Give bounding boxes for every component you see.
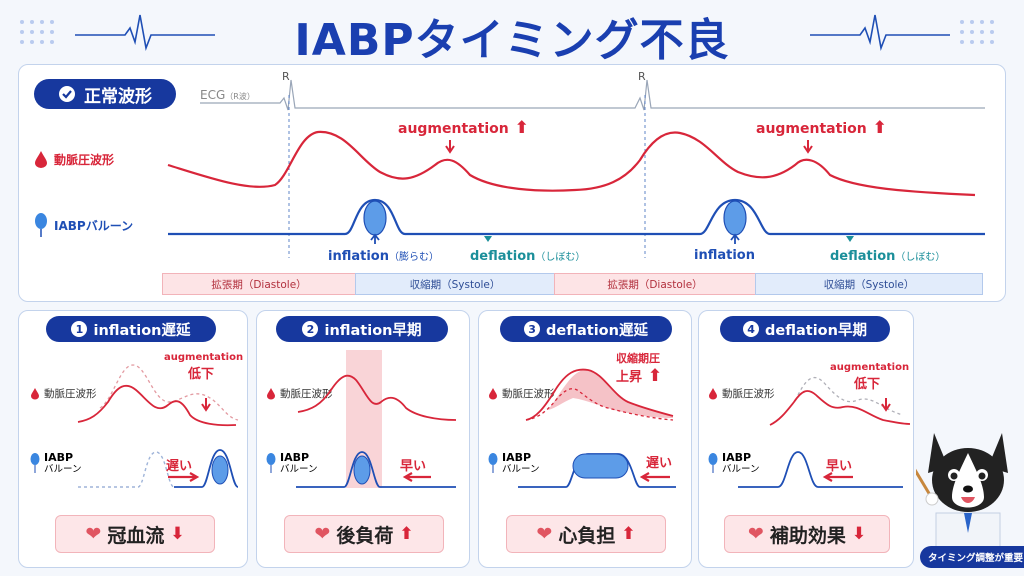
inflation-label-2: inflation	[694, 248, 755, 263]
blood-drop-icon	[31, 388, 39, 400]
case-4-artery-label: 動脈圧波形	[708, 386, 775, 401]
phase-diastole-2: 拡張期（Diastole）	[554, 273, 756, 295]
augmentation-label-2: augmentation ⬆	[756, 118, 887, 138]
case-1-note: augmentation 低下	[164, 352, 244, 382]
normal-waveform	[167, 79, 985, 258]
inflation-label-1: inflation（膨らむ）	[328, 249, 439, 264]
arrow-down-icon: ⬇	[170, 524, 185, 544]
arrow-up-icon: ⬆	[642, 366, 663, 386]
case-4-result: ❤補助効果⬇	[724, 515, 890, 553]
augmentation-label-1: augmentation ⬆	[398, 118, 529, 138]
case-2-result: ❤後負荷⬆	[284, 515, 444, 553]
r-label-2: R	[638, 70, 646, 83]
balloon-icon	[488, 453, 498, 473]
case-3-artery-label: 動脈圧波形	[488, 386, 555, 401]
case-1-result: ❤冠血流⬇	[55, 515, 215, 553]
heart-icon: ❤	[85, 523, 102, 545]
blood-drop-icon	[489, 388, 497, 400]
ecg-label: ECG（R波）	[200, 88, 255, 102]
case-2-artery-label: 動脈圧波形	[266, 386, 333, 401]
arrow-up-icon: ⬆	[508, 118, 529, 138]
case-2-waveform	[296, 350, 457, 488]
balloon-icon	[708, 453, 718, 473]
case-2-timing: 早い	[400, 459, 427, 474]
balloon-shape-1	[363, 200, 387, 236]
normal-waveform-panel	[18, 64, 1006, 302]
balloon-icon	[35, 213, 47, 237]
blood-drop-icon	[35, 151, 47, 168]
case-1-timing: 遅い	[166, 459, 193, 474]
case-3-timing: 遅い	[646, 456, 673, 471]
arrow-up-icon: ⬆	[399, 524, 414, 544]
blood-drop-icon	[709, 388, 717, 400]
case-1-artery-label: 動脈圧波形	[30, 386, 97, 401]
balloon-icon	[266, 453, 276, 473]
arrow-up-icon: ⬆	[866, 118, 887, 138]
page-title: IABPタイミング不良	[294, 15, 730, 66]
heart-icon: ❤	[314, 523, 331, 545]
blood-drop-icon	[267, 388, 275, 400]
artery-label: 動脈圧波形	[34, 150, 114, 168]
r-label-1: R	[282, 70, 290, 83]
balloon-trace	[168, 198, 985, 236]
case-3-result: ❤心負担⬆	[506, 515, 666, 553]
heart-icon: ❤	[536, 523, 553, 545]
artery-trace	[167, 130, 976, 197]
case-3-note: 収縮期圧 上昇 ⬆	[616, 352, 663, 386]
case-4-note: augmentation 低下	[830, 362, 910, 392]
arrow-down-icon: ⬇	[851, 524, 867, 544]
phase-diastole-1: 拡張期（Diastole）	[162, 273, 356, 295]
normal-badge: 正常波形	[34, 79, 176, 109]
case-3-waveform	[518, 368, 676, 488]
dog-mascot-illustration	[916, 433, 1008, 554]
mascot-caption: タイミング調整が重要！	[920, 546, 1024, 568]
case-1-waveform	[77, 364, 239, 488]
balloon-label: IABPバルーン	[34, 212, 133, 238]
phase-systole-1: 収縮期（Systole）	[355, 273, 555, 295]
balloon-icon	[30, 453, 40, 473]
arrow-up-icon: ⬆	[621, 524, 636, 544]
case-4-waveform	[738, 376, 911, 488]
header-decoration	[20, 14, 994, 51]
phase-systole-2: 収縮期（Systole）	[755, 273, 983, 295]
case-4-timing: 早い	[826, 459, 853, 474]
normal-badge-label: 正常波形	[84, 86, 152, 107]
check-icon	[59, 86, 75, 102]
deflation-label-2: deflation（しぼむ）	[830, 249, 946, 264]
heart-icon: ❤	[747, 523, 764, 545]
balloon-shape-2	[723, 200, 747, 236]
deflation-label-1: deflation（しぼむ）	[470, 249, 586, 264]
ecg-trace	[200, 79, 985, 111]
